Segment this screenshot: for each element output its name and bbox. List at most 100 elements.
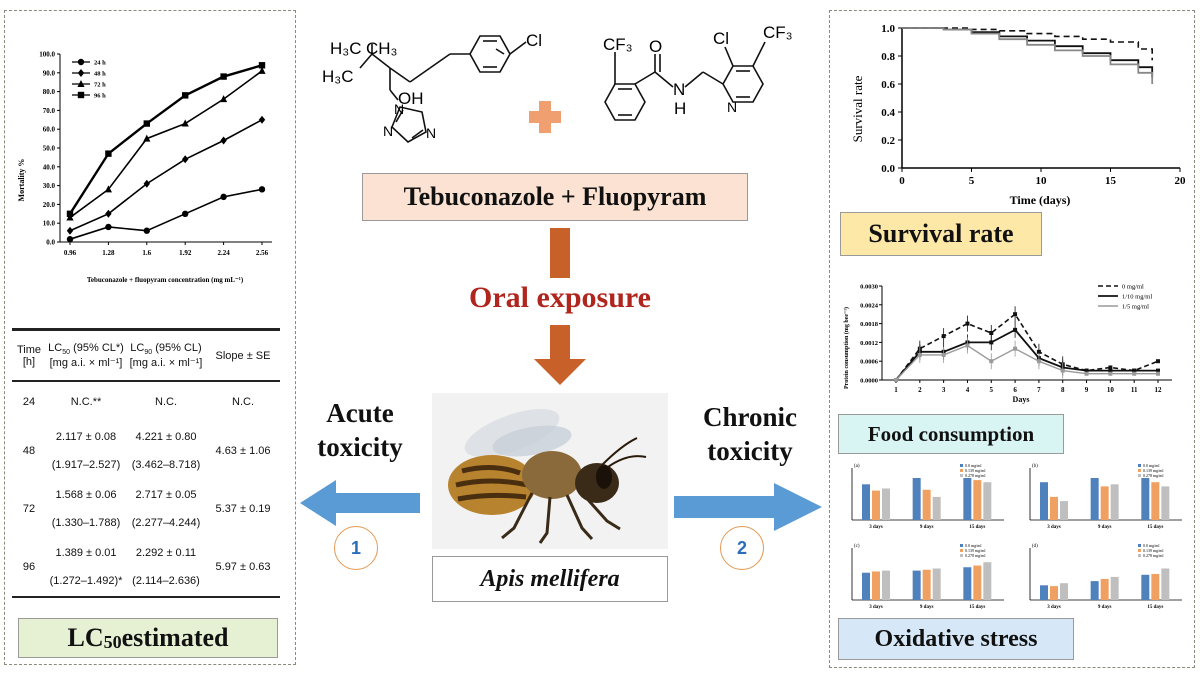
series-line: [69, 119, 263, 232]
y-tick-label: 70.0: [43, 107, 56, 115]
oxi-legend-label: 0.0 mg/ml: [1143, 463, 1160, 468]
data-point: [258, 186, 266, 193]
data-point: [66, 226, 74, 235]
oxi-bar: [872, 490, 880, 520]
food-series-line: [895, 344, 1158, 381]
oxi-legend-label: 0.278 mg/ml: [1143, 553, 1164, 558]
lc50-table-wrapper: Time[h] LC50 (95% CL*)[mg a.i. × ml⁻¹] L…: [12, 328, 280, 598]
data-point: [143, 179, 150, 188]
y-tick-label: 50.0: [43, 145, 56, 153]
cell-time: 96: [22, 561, 36, 573]
data-point: [989, 331, 994, 335]
oxi-x-label: 9 days: [920, 525, 934, 530]
data-point: [1108, 365, 1113, 370]
oxi-panel-tag: (b): [1032, 464, 1038, 469]
oxi-legend-swatch: [1138, 464, 1141, 467]
food-ylabel: Protein consumption (mg bee⁻¹): [843, 307, 850, 389]
data-point: [1060, 368, 1065, 373]
data-point: [258, 62, 266, 69]
data-point: [965, 321, 970, 326]
y-tick-label: 40.0: [43, 163, 56, 171]
x-tick-label: 15: [1105, 175, 1117, 187]
oxi-bar: [1151, 573, 1160, 600]
survival-curve: [902, 27, 1154, 77]
survival-xlabel: Time (days): [1010, 193, 1071, 207]
x-tick-label: 11: [1131, 386, 1138, 394]
y-tick-label: 0.4: [881, 107, 895, 119]
oxi-legend-swatch: [960, 549, 963, 552]
data-point: [1132, 368, 1137, 373]
cell-lc50: 1.568 ± 0.06(1.330–1.788): [51, 489, 121, 529]
oxi-x-label: 9 days: [1098, 525, 1112, 530]
data-point: [1156, 371, 1160, 376]
oxi-x-label: 3 days: [869, 525, 883, 530]
cell-slope: N.C.: [232, 396, 254, 408]
oxi-bar: [1040, 585, 1048, 600]
legend-label: 48 h: [94, 71, 106, 78]
fluopyram-structure: CF₃ O N H Cl CF₃ N: [603, 23, 793, 121]
x-tick-label: 1.6: [142, 249, 151, 257]
oxi-legend-label: 0.139 mg/ml: [965, 468, 986, 473]
cell-lc90: N.C.: [155, 396, 177, 408]
y-tick-label: 0.0: [881, 163, 895, 175]
cell-time: 72: [22, 503, 36, 515]
y-tick-label: 0.6: [881, 79, 895, 91]
x-tick-label: 0.96: [64, 249, 77, 257]
data-point: [1156, 359, 1160, 364]
oxidative-stress-label: Oxidative stress: [838, 618, 1074, 660]
chem1-h3c-a: H₃C: [330, 39, 361, 58]
oxi-bar: [932, 496, 941, 520]
oxi-legend-label: 0.278 mg/ml: [1143, 473, 1164, 478]
oxi-legend-swatch: [1138, 544, 1141, 547]
chronic-panel: [829, 10, 1195, 668]
oxi-x-label: 15 days: [969, 525, 985, 530]
oxi-bar: [862, 484, 870, 520]
y-tick-label: 0.0000: [860, 378, 878, 385]
y-tick-label: 20.0: [43, 201, 56, 209]
table-header-time: Time[h]: [16, 343, 42, 368]
cell-lc50: N.C.**: [70, 396, 102, 408]
chem1-n3: N: [426, 125, 436, 141]
legend-label: 96 h: [94, 93, 106, 100]
oxi-bar: [1141, 574, 1150, 600]
chem2-cl: Cl: [713, 29, 729, 48]
data-point: [77, 80, 85, 87]
oxidative-stress-charts: (a)0.0 mg/ml0.139 mg/ml0.278 mg/ml3 days…: [851, 463, 1182, 610]
legend-label: 1/5 mg/ml: [1122, 304, 1149, 311]
oxi-panel-tag: (c): [854, 544, 860, 549]
oxi-x-label: 15 days: [969, 605, 985, 610]
oxi-bar: [983, 562, 992, 600]
cell-lc90: 2.717 ± 0.05(2.277–4.244): [131, 489, 201, 529]
data-point: [143, 120, 150, 127]
food-consumption-label: Food consumption: [838, 414, 1064, 454]
data-point: [1132, 371, 1137, 376]
oxi-bar: [1151, 482, 1160, 520]
oxi-bar: [882, 570, 890, 600]
x-tick-label: 2: [918, 386, 922, 394]
oxi-bar: [872, 571, 880, 600]
survival-ylabel: Survival rate: [850, 75, 865, 142]
x-tick-label: 7: [1037, 386, 1041, 394]
data-point: [77, 69, 85, 77]
y-tick-label: 0.8: [881, 51, 895, 63]
data-point: [220, 136, 227, 145]
chem2-n-amide: N: [673, 80, 685, 99]
data-point: [104, 185, 112, 193]
x-tick-label: 1.28: [102, 249, 115, 257]
mortality-xlabel: Tebuconazole + fluopyram concentration (…: [87, 276, 244, 284]
data-point: [917, 352, 922, 357]
data-point: [182, 210, 189, 217]
oxi-legend-label: 0.278 mg/ml: [965, 473, 986, 478]
oxi-legend-label: 0.278 mg/ml: [965, 553, 986, 558]
chem1-h3c-b: H₃C: [322, 67, 353, 86]
oxi-bar: [1060, 501, 1068, 520]
y-tick-label: 0.0012: [860, 340, 878, 347]
x-tick-label: 5: [990, 386, 994, 394]
cell-lc90: 4.221 ± 0.80(3.462–8.718): [131, 431, 201, 471]
oxi-bar: [1090, 478, 1099, 520]
chem2-o: O: [649, 37, 662, 56]
